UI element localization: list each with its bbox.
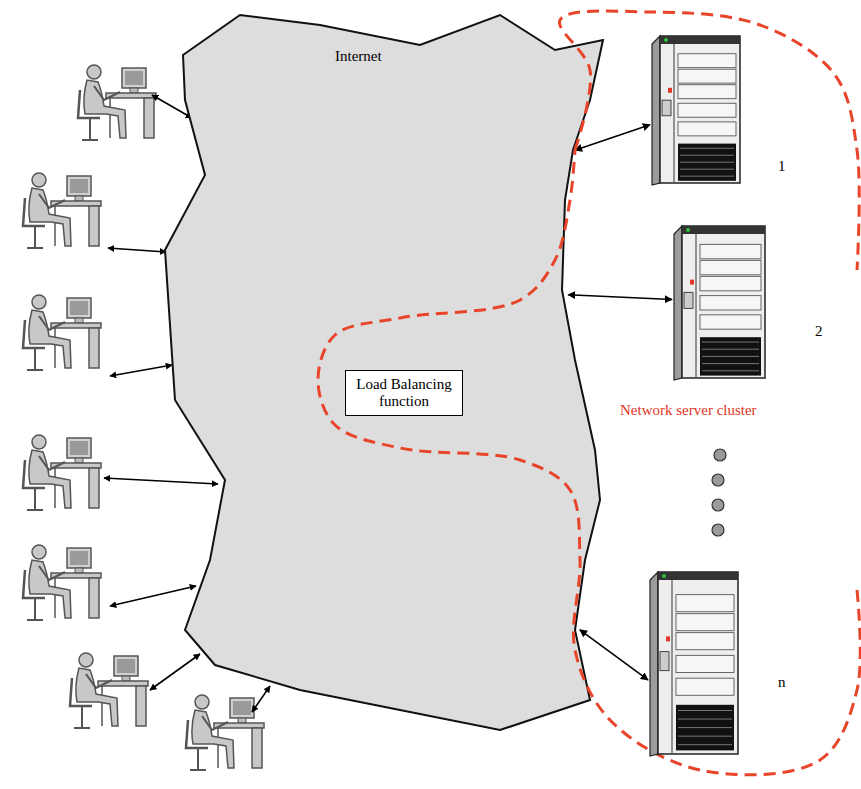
user-arrow	[150, 654, 200, 690]
server-side	[650, 572, 658, 756]
server-body	[658, 572, 738, 754]
server-outline	[650, 32, 742, 187]
drive-bay	[676, 614, 734, 631]
connector-arrow	[568, 295, 672, 300]
user-figure	[23, 295, 101, 370]
server-body	[660, 36, 740, 183]
power-led	[662, 574, 666, 578]
dashed-boundary	[559, 11, 859, 270]
vent-line	[678, 710, 732, 711]
connector-arrow	[575, 125, 650, 150]
vent-line	[702, 349, 759, 350]
server-top	[658, 572, 738, 580]
connector-arrow	[580, 630, 648, 680]
callout-number: 1	[778, 158, 786, 175]
drive-bay	[676, 678, 734, 695]
drive-bay	[676, 595, 734, 612]
ellipsis-dots	[712, 449, 726, 536]
drive-bay	[700, 244, 761, 258]
internet-cloud: InternetLoad Balancing function	[160, 10, 610, 740]
disk-slot	[662, 100, 671, 116]
drive-bay	[678, 54, 736, 68]
server-icon	[652, 36, 740, 185]
server-side	[674, 226, 682, 380]
drive-bay	[700, 276, 761, 290]
ellipsis-dot	[712, 499, 724, 511]
server-icon	[674, 226, 765, 380]
drive-bay	[678, 122, 736, 136]
server-top	[660, 36, 740, 44]
region-label: Network server cluster	[620, 402, 757, 419]
server-icon	[650, 572, 738, 756]
vent-line	[702, 370, 759, 371]
server-node: 2	[672, 222, 832, 387]
user-figure	[70, 653, 148, 728]
region-label: Internet	[335, 48, 382, 65]
vent-line	[678, 719, 732, 720]
ellipsis-dot	[712, 524, 724, 536]
cloud-shape	[165, 15, 603, 730]
user-arrow	[104, 478, 218, 484]
server-outline	[648, 568, 740, 758]
drive-bay	[678, 69, 736, 83]
drive-bay	[678, 103, 736, 117]
user-arrow	[108, 248, 166, 252]
vent-grill	[678, 144, 736, 181]
vent-grill	[676, 705, 734, 751]
drive-bay	[678, 85, 736, 99]
vent-line	[678, 727, 732, 728]
panel-divider	[671, 580, 672, 754]
user-arrow	[110, 586, 196, 606]
disk-slot	[660, 652, 669, 671]
vent-grill	[700, 337, 761, 375]
callout-number: 2	[815, 323, 823, 340]
status-led	[666, 636, 670, 641]
vent-line	[680, 169, 734, 170]
vent-line	[702, 363, 759, 364]
drive-bay	[700, 296, 761, 310]
status-led	[668, 88, 672, 93]
ellipsis-dot	[714, 449, 726, 461]
process-box: Load Balancing function	[345, 370, 463, 416]
vent-line	[678, 744, 732, 745]
panel-divider	[673, 44, 674, 183]
user-figure	[23, 173, 101, 248]
user-arrow	[110, 365, 172, 376]
panel-divider	[695, 234, 696, 378]
server-node: 1	[650, 32, 790, 192]
disk-slot	[684, 292, 693, 308]
server-body	[682, 226, 765, 378]
callout-number: n	[778, 674, 786, 691]
vent-line	[702, 342, 759, 343]
vent-line	[680, 176, 734, 177]
box-label: Load Balancing function	[352, 376, 456, 410]
user-figure	[23, 435, 101, 510]
server-node: n	[648, 568, 798, 763]
vent-line	[678, 736, 732, 737]
status-led	[690, 280, 694, 285]
server-outline	[672, 222, 767, 382]
user-figure	[78, 65, 156, 140]
user-figure	[186, 695, 264, 770]
user-figure	[23, 545, 101, 620]
vent-line	[680, 155, 734, 156]
drive-bay	[676, 633, 734, 650]
dashed-boundary	[318, 150, 860, 775]
ellipsis-dot	[712, 474, 724, 486]
server-top	[682, 226, 765, 234]
vent-line	[680, 162, 734, 163]
vent-line	[680, 148, 734, 149]
drive-bay	[700, 260, 761, 274]
drive-bay	[700, 315, 761, 329]
drive-bay	[676, 655, 734, 672]
power-led	[664, 38, 668, 42]
power-led	[686, 228, 690, 232]
server-side	[652, 36, 660, 185]
vent-line	[702, 356, 759, 357]
user-arrow	[252, 686, 270, 712]
